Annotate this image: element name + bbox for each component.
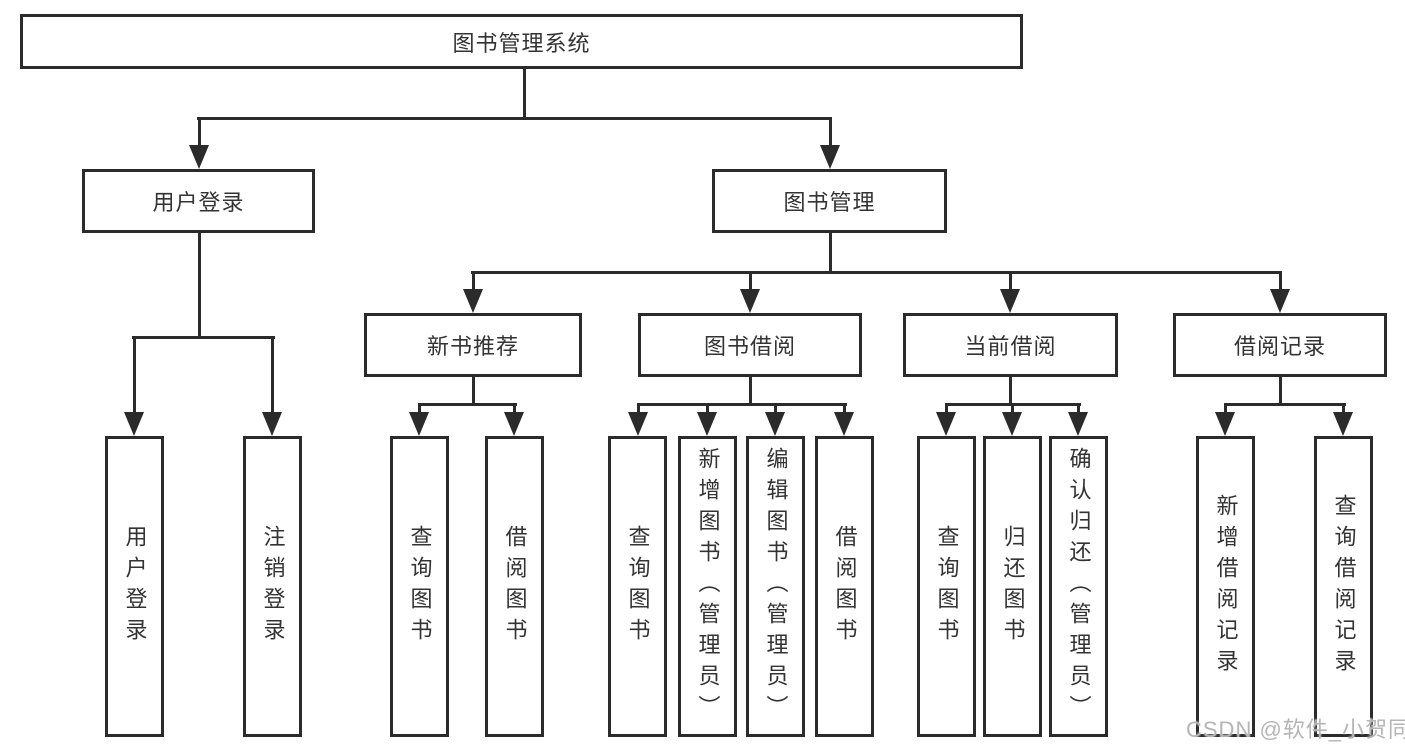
- connector-stem: [133, 336, 136, 414]
- arrow-down-icon: [1002, 412, 1022, 436]
- node-label: 用户登录: [152, 190, 245, 215]
- arrow-down-icon: [820, 145, 840, 169]
- connector-down: [1009, 377, 1012, 406]
- node-user-login: 用户登录: [82, 169, 315, 233]
- connector-down: [749, 377, 752, 406]
- connector-stem: [945, 403, 948, 416]
- connector-user-login-down: [198, 233, 201, 338]
- arrow-down-icon: [1215, 412, 1235, 436]
- node-label: 图书管理: [783, 190, 876, 215]
- arrow-down-icon: [740, 289, 760, 313]
- node-label: 新增图书（管理员）: [695, 447, 721, 726]
- node-current-borrowing: 当前借阅: [903, 313, 1118, 377]
- connector-stem: [1279, 271, 1282, 291]
- node-label: 图书借阅: [703, 334, 796, 359]
- connector-down: [1279, 377, 1282, 406]
- connector-level2-branch: [197, 117, 832, 120]
- arrow-down-icon: [628, 412, 648, 436]
- node-label: 借阅记录: [1233, 334, 1326, 359]
- arrow-down-icon: [463, 289, 483, 313]
- node-borrow-books-1: 借阅图书: [485, 436, 544, 737]
- arrow-down-icon: [409, 412, 429, 436]
- connector-down: [472, 377, 475, 406]
- node-label: 用户登录: [122, 524, 148, 649]
- node-library-management-system: 图书管理系统: [20, 14, 1023, 69]
- node-new-book-recommend: 新书推荐: [364, 313, 582, 377]
- arrow-down-icon: [834, 412, 854, 436]
- node-label: 图书管理系统: [452, 30, 591, 56]
- arrow-down-icon: [936, 412, 956, 436]
- node-user-login-leaf: 用户登录: [105, 436, 164, 737]
- connector-branch: [418, 403, 517, 406]
- csdn-watermark: CSDN @软件_小贺同学: [1186, 717, 1405, 742]
- node-add-books-admin: 新增图书（管理员）: [678, 436, 737, 737]
- arrow-down-icon: [262, 412, 282, 436]
- connector-stem: [1342, 403, 1345, 416]
- connector-book-management-down: [829, 233, 832, 274]
- connector-stem: [271, 336, 274, 414]
- arrow-down-icon: [1270, 289, 1290, 313]
- node-label: 确认归还（管理员）: [1066, 447, 1092, 726]
- connector-stem: [774, 403, 777, 416]
- node-label: 当前借阅: [964, 334, 1057, 359]
- arrow-down-icon: [189, 145, 209, 169]
- connector-stem: [706, 403, 709, 416]
- node-query-borrow-record: 查询借阅记录: [1314, 436, 1373, 737]
- node-label: 归还图书: [1000, 524, 1026, 649]
- node-label: 编辑图书（管理员）: [763, 447, 789, 726]
- node-add-borrow-record: 新增借阅记录: [1196, 436, 1255, 737]
- connector-branch: [637, 403, 847, 406]
- connector-stem: [1009, 271, 1012, 291]
- arrow-down-icon: [124, 412, 144, 436]
- connector-stem: [1077, 403, 1080, 416]
- connector-stem: [843, 403, 846, 416]
- node-edit-books-admin: 编辑图书（管理员）: [746, 436, 805, 737]
- arrow-down-icon: [697, 412, 717, 436]
- node-query-books-2: 查询图书: [608, 436, 667, 737]
- node-label: 注销登录: [260, 524, 286, 649]
- arrow-down-icon: [1000, 289, 1020, 313]
- connector-root-stem: [523, 68, 526, 118]
- node-label: 借阅图书: [832, 524, 858, 649]
- connector-stem: [513, 403, 516, 416]
- arrow-down-icon: [1068, 412, 1088, 436]
- node-confirm-return-admin: 确认归还（管理员）: [1049, 436, 1108, 737]
- connector-stem: [472, 271, 475, 291]
- connector-level3-branch: [471, 271, 1282, 274]
- node-label: 查询图书: [407, 524, 433, 649]
- connector-user-login-branch: [132, 336, 275, 339]
- connector-user-login-stem: [198, 117, 201, 147]
- connector-stem: [637, 403, 640, 416]
- arrow-down-icon: [1333, 412, 1353, 436]
- arrow-down-icon: [765, 412, 785, 436]
- node-borrowing-records: 借阅记录: [1173, 313, 1387, 377]
- node-label: 查询借阅记录: [1331, 493, 1357, 680]
- node-query-books-1: 查询图书: [390, 436, 449, 737]
- node-borrow-books-2: 借阅图书: [815, 436, 874, 737]
- node-label: 借阅图书: [502, 524, 528, 649]
- connector-book-management-stem: [829, 117, 832, 147]
- node-label: 查询图书: [934, 524, 960, 649]
- connector-stem: [1011, 403, 1014, 416]
- node-logout: 注销登录: [243, 436, 302, 737]
- node-return-books: 归还图书: [983, 436, 1042, 737]
- connector-stem: [1224, 403, 1227, 416]
- node-label: 新增借阅记录: [1213, 493, 1239, 680]
- connector-stem: [418, 403, 421, 416]
- node-book-management: 图书管理: [712, 169, 947, 233]
- connector-branch: [1224, 403, 1346, 406]
- arrow-down-icon: [504, 412, 524, 436]
- node-query-books-3: 查询图书: [917, 436, 976, 737]
- connector-stem: [749, 271, 752, 291]
- node-label: 新书推荐: [426, 334, 519, 359]
- node-book-borrowing: 图书借阅: [638, 313, 862, 377]
- node-label: 查询图书: [625, 524, 651, 649]
